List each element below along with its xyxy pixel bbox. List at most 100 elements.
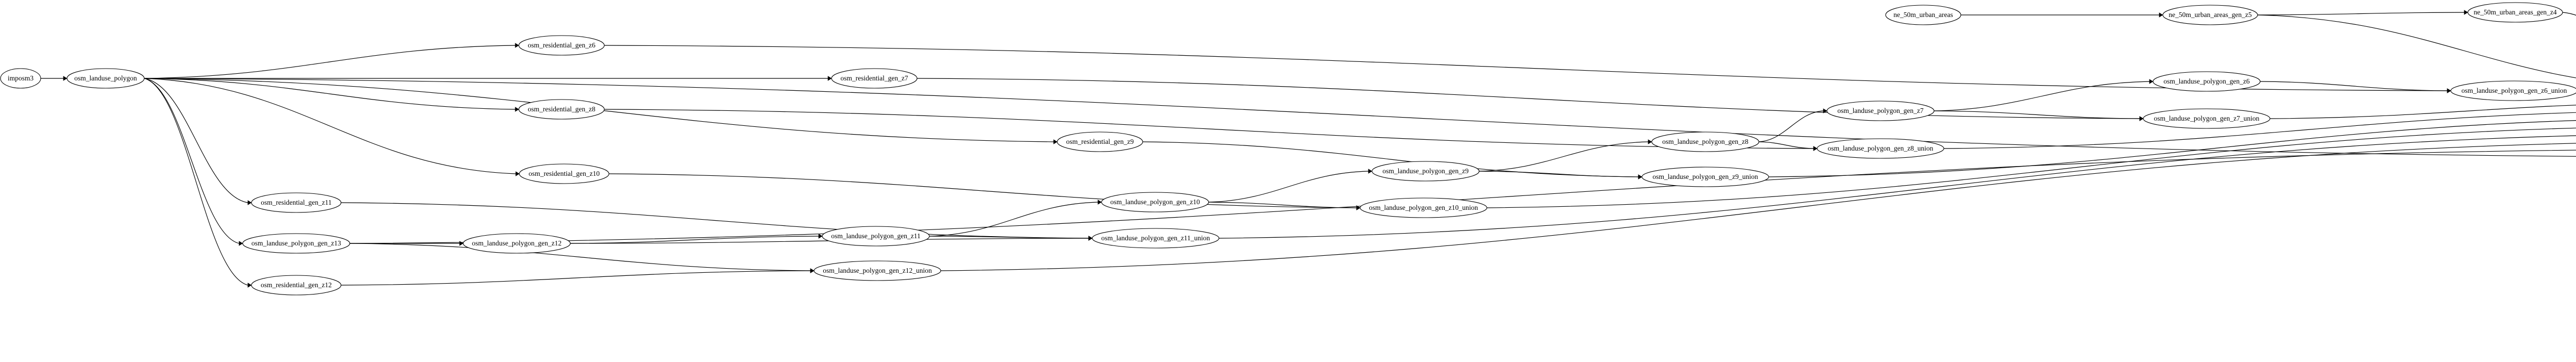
node-label: ne_50m_urban_areas — [1893, 11, 1953, 19]
graph-edge — [1934, 110, 2140, 119]
graph-node-osm_residential_gen_z11[interactable]: osm_residential_gen_z11 — [251, 192, 342, 213]
node-shape — [251, 192, 342, 213]
node-shape — [1885, 5, 1961, 25]
node-label: osm_landuse_polygon — [74, 74, 137, 82]
graph-edge — [604, 109, 1814, 149]
graph-edge — [1208, 202, 1357, 208]
graph-edge — [604, 45, 2448, 91]
graph-node-osm_residential_gen_z6[interactable]: osm_residential_gen_z6 — [518, 35, 605, 56]
graph-edge — [341, 202, 1089, 239]
graph-node-osm_landuse_polygon_gen_z13[interactable]: osm_landuse_polygon_gen_z13 — [242, 233, 350, 254]
graph-edge — [1479, 171, 1639, 177]
graph-node-ne_50m_urban_areas_gen_z5[interactable]: ne_50m_urban_areas_gen_z5 — [2162, 5, 2258, 25]
node-shape — [1826, 101, 1935, 121]
node-shape — [251, 275, 342, 295]
graph-node-osm_residential_gen_z9[interactable]: osm_residential_gen_z9 — [1057, 131, 1143, 152]
graph-node-osm_residential_gen_z10[interactable]: osm_residential_gen_z10 — [519, 163, 609, 184]
node-label: osm_landuse_polygon_gen_z9 — [1382, 167, 1468, 175]
node-label: ne_50m_urban_areas_gen_z5 — [2168, 11, 2251, 19]
graph-node-osm_landuse_polygon_gen_z6[interactable]: osm_landuse_polygon_gen_z6 — [2153, 71, 2261, 92]
graph-node-imposm3[interactable]: imposm3 — [0, 68, 41, 89]
node-label: osm_landuse_polygon_gen_z7_union — [2154, 114, 2260, 122]
nodes-layer: imposm3osm_landuse_polygonimposm3osm_res… — [0, 2, 2576, 295]
graph-node-osm_residential_gen_z12[interactable]: osm_residential_gen_z12 — [251, 275, 342, 295]
node-shape — [2162, 5, 2258, 25]
graph-edge — [144, 45, 516, 79]
node-label: osm_landuse_polygon_gen_z6 — [2163, 77, 2249, 85]
node-shape — [0, 68, 41, 89]
graph-node-osm_landuse_polygon[interactable]: osm_landuse_polygon — [66, 68, 145, 89]
graph-node-osm_landuse_polygon_gen_z12_union[interactable]: osm_landuse_polygon_gen_z12_union — [814, 260, 941, 281]
graph-node-osm_landuse_polygon_gen_z8[interactable]: osm_landuse_polygon_gen_z8 — [1651, 131, 1759, 152]
graph-edge — [917, 78, 2140, 119]
node-label: osm_residential_gen_z7 — [840, 74, 908, 82]
graph-node-osm_landuse_polygon_gen_z7[interactable]: osm_landuse_polygon_gen_z7 — [1826, 101, 1935, 121]
graph-node-ne_50m_urban_areas[interactable]: ne_50m_urban_areas — [1885, 5, 1961, 25]
node-shape — [831, 68, 918, 89]
node-shape — [1817, 138, 1944, 159]
edge-arrowhead — [515, 171, 520, 176]
edge-arrowhead — [827, 76, 832, 81]
graph-edge — [2257, 12, 2465, 15]
edge-arrowhead — [1097, 200, 1102, 205]
node-shape — [2467, 2, 2563, 23]
node-label: imposm3 — [8, 74, 34, 82]
node-label: osm_landuse_polygon_gen_z8_union — [1828, 144, 1934, 152]
edge-arrowhead — [239, 241, 243, 246]
node-label: osm_residential_gen_z10 — [529, 170, 600, 177]
graph-node-osm_landuse_polygon_gen_z9_union[interactable]: osm_landuse_polygon_gen_z9_union — [1641, 167, 1769, 187]
edge-arrowhead — [1053, 139, 1058, 144]
edges-layer — [40, 10, 2576, 288]
node-shape — [2450, 80, 2576, 101]
graph-node-osm_residential_gen_z8[interactable]: osm_residential_gen_z8 — [518, 99, 605, 120]
edge-arrowhead — [1638, 174, 1642, 179]
graph-edge — [1486, 127, 2576, 208]
graph-edge — [349, 150, 2576, 244]
graph-node-osm_landuse_polygon_gen_z8_union[interactable]: osm_landuse_polygon_gen_z8_union — [1817, 138, 1944, 159]
node-label: osm_landuse_polygon_gen_z12_union — [823, 267, 932, 274]
graph-node-osm_landuse_polygon_gen_z10[interactable]: osm_landuse_polygon_gen_z10 — [1101, 192, 1209, 212]
node-label: osm_residential_gen_z11 — [261, 199, 331, 206]
graph-node-osm_landuse_polygon_gen_z11_union[interactable]: osm_landuse_polygon_gen_z11_union — [1092, 228, 1219, 249]
node-shape — [2143, 108, 2270, 129]
node-shape — [66, 68, 145, 89]
edge-arrowhead — [818, 234, 823, 239]
graph-edge — [144, 78, 2576, 157]
node-shape — [822, 226, 930, 246]
graph-edge — [2562, 12, 2576, 16]
graph-edge — [2269, 105, 2576, 119]
node-shape — [242, 233, 350, 254]
graph-edge — [1758, 110, 1824, 142]
graph-edge — [1208, 171, 1369, 203]
graph-node-ne_50m_urban_areas_gen_z4[interactable]: ne_50m_urban_areas_gen_z4 — [2467, 2, 2563, 23]
graph-node-osm_landuse_polygon_gen_z7_union[interactable]: osm_landuse_polygon_gen_z7_union — [2143, 108, 2270, 129]
graph-node-osm_landuse_polygon_gen_z10_union[interactable]: osm_landuse_polygon_gen_z10_union — [1360, 198, 1487, 218]
graph-node-osm_landuse_polygon_gen_z9[interactable]: osm_landuse_polygon_gen_z9 — [1371, 161, 1480, 182]
edge-arrowhead — [1813, 146, 1818, 151]
node-label: osm_landuse_polygon_gen_z7 — [1837, 107, 1923, 114]
node-label: osm_landuse_polygon_gen_z12 — [472, 239, 562, 247]
node-label: osm_landuse_polygon_gen_z13 — [251, 239, 341, 247]
graph-edge — [1758, 141, 1814, 149]
node-label: osm_residential_gen_z6 — [528, 41, 595, 49]
node-label: osm_landuse_polygon_gen_z9_union — [1653, 173, 1758, 180]
edge-arrowhead — [459, 241, 464, 246]
graph-edge — [929, 236, 1089, 239]
graph-node-osm_landuse_polygon_gen_z12[interactable]: osm_landuse_polygon_gen_z12 — [463, 233, 571, 254]
node-label: osm_landuse_polygon_gen_z11_union — [1101, 234, 1210, 242]
graph-node-osm_landuse_polygon_gen_z6_union[interactable]: osm_landuse_polygon_gen_z6_union — [2450, 80, 2576, 101]
graph-edge — [349, 243, 811, 271]
node-label: osm_landuse_polygon_gen_z10 — [1110, 198, 1200, 206]
node-label: osm_landuse_polygon_gen_z10_union — [1369, 204, 1478, 211]
node-label: osm_landuse_polygon_gen_z11 — [831, 232, 920, 240]
graph-node-osm_residential_gen_z7[interactable]: osm_residential_gen_z7 — [831, 68, 918, 89]
edge-arrowhead — [247, 283, 252, 288]
graph-node-osm_landuse_polygon_gen_z11[interactable]: osm_landuse_polygon_gen_z11 — [822, 226, 930, 246]
edge-arrowhead — [1088, 236, 1093, 241]
graph-edge — [929, 202, 1098, 237]
graph-edge — [1218, 135, 2576, 239]
edge-arrowhead — [2159, 12, 2163, 18]
graph-edge — [608, 173, 1357, 208]
